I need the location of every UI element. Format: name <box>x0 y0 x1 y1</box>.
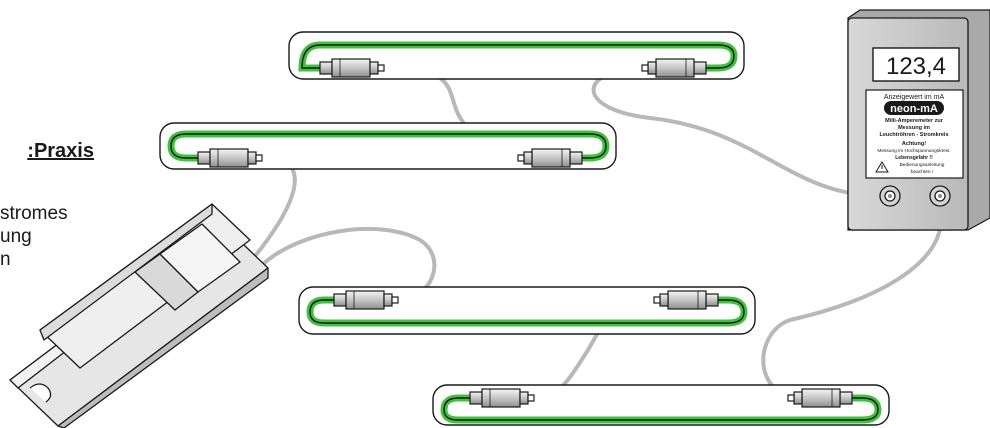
meter-manual: beachten ! <box>911 169 933 175</box>
meter-warning-title: Achtung! <box>902 141 926 147</box>
meter-brand: neon-mA <box>890 103 938 115</box>
meter-warning: Lebensgefahr !! <box>895 155 933 161</box>
meter-label-top: Anzeigewert im mA <box>884 94 945 101</box>
cable-meter-to-t4 <box>761 208 943 400</box>
neon-tube-3 <box>298 286 756 335</box>
meter-desc: Milli-Amperemeter zur <box>885 118 944 124</box>
cables <box>248 66 943 400</box>
body-text-line: stromes <box>0 203 68 224</box>
meter-display <box>872 47 960 82</box>
neon-tube-2 <box>159 122 617 170</box>
jack-socket-icon <box>929 185 951 207</box>
milliampere-meter: 123,4 Anzeigewert im mA neon-mA Milli-Am… <box>847 9 990 231</box>
meter-manual: Bedienungsanleitung <box>900 162 945 168</box>
meter-desc: Leuchtröhren - Stromkreis <box>879 132 948 138</box>
meter-warning: Messung im Hochspannungskreis. <box>877 148 950 154</box>
meter-desc: Messung im <box>898 125 930 131</box>
neon-tube-1 <box>288 31 745 80</box>
cable-t1-to-meter <box>591 66 884 198</box>
jack-socket-icon <box>879 185 901 207</box>
body-text-line: ung <box>0 226 32 247</box>
section-heading: Praxis: <box>27 140 94 162</box>
transformer <box>9 203 269 428</box>
body-text-line: n <box>0 249 11 270</box>
meter-reading: 123,4 <box>886 53 946 80</box>
warning-triangle-icon <box>875 161 889 173</box>
neon-tube-4 <box>432 384 890 426</box>
